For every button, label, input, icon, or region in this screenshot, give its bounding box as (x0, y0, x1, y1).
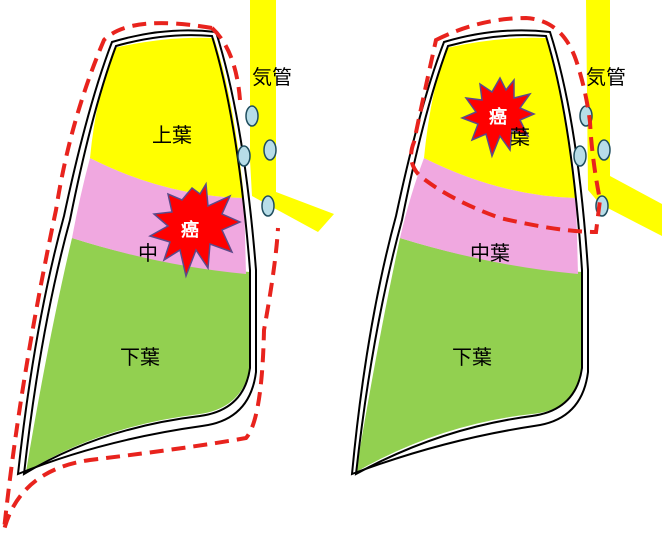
right-trachea-label: 気管 (586, 65, 626, 89)
left-upper-lobe (90, 37, 244, 198)
right-resection-boundary (409, 15, 603, 235)
right-lung-outline (354, 34, 583, 476)
left-lymph-node-1 (245, 105, 259, 127)
right-cancer-burst (459, 76, 536, 159)
right-lymph-node-2 (573, 145, 587, 167)
left-lymph-node-3 (263, 139, 277, 161)
right-middle-lobe-label: 中葉 (470, 241, 510, 265)
left-lower-lobe-label: 下葉 (120, 345, 160, 369)
left-middle-lobe-label: 中 (138, 241, 158, 265)
left-lung-outline (22, 34, 251, 476)
left-cancer-burst (148, 181, 242, 279)
right-upper-lobe-label: 葉 (510, 125, 530, 149)
right-lymph-node-3 (597, 139, 611, 161)
left-lymph-node-2 (237, 145, 251, 167)
left-trachea (250, 0, 334, 232)
right-trachea (586, 0, 662, 236)
left-resection-boundary (2, 21, 280, 531)
left-trachea-label: 気管 (252, 65, 292, 89)
left-lymph-node-4 (261, 195, 275, 217)
left-lung-outline-outer (16, 29, 257, 476)
left-cancer-label: 癌 (181, 219, 199, 241)
left-lower-lobe (26, 238, 250, 472)
left-upper-lobe-label: 上葉 (152, 123, 192, 147)
left-lung-panel: 気管 上葉 中 下葉 癌 (2, 0, 334, 531)
right-cancer-label: 癌 (489, 106, 507, 128)
left-resection-boundary-top (210, 26, 242, 101)
right-lung-outline-outer (350, 29, 589, 476)
right-lung-panel: 気管 葉 中葉 下葉 癌 (350, 0, 662, 476)
right-lower-lobe (356, 238, 582, 472)
right-lower-lobe-label: 下葉 (452, 345, 492, 369)
